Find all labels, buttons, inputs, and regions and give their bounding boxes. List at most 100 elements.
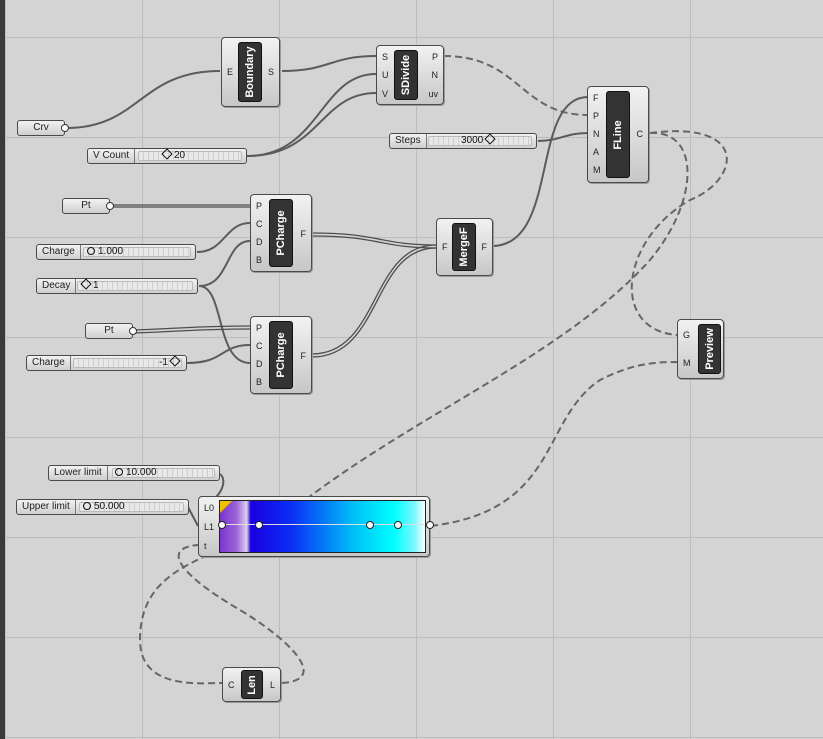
diamond-knob-icon[interactable] (80, 278, 92, 290)
pcharge1-input-c[interactable]: C (256, 219, 263, 229)
mergef-output-f[interactable]: F (481, 242, 488, 252)
fline-input-p[interactable]: P (593, 111, 600, 121)
pcharge2-input-b[interactable]: B (256, 377, 263, 387)
fline-output-c[interactable]: C (636, 129, 644, 139)
charge-slider-2[interactable]: Charge -1 (26, 355, 187, 371)
lower-limit-value-group[interactable]: 10.000 (115, 466, 157, 480)
vcount-track[interactable] (138, 151, 242, 161)
sdivide-input-s[interactable]: S (382, 52, 389, 62)
sdivide-component[interactable]: S U V P N uv SDivide (376, 45, 444, 105)
len-component[interactable]: C L Len (222, 667, 281, 702)
len-core: Len (241, 670, 263, 699)
diamond-knob-icon[interactable] (161, 148, 173, 160)
crv-param[interactable]: Crv (17, 120, 65, 136)
sdivide-output-n[interactable]: N (431, 70, 439, 80)
lower-limit-track[interactable] (112, 468, 215, 478)
steps-slider[interactable]: Steps 3000 (389, 133, 537, 149)
lower-limit-slider[interactable]: Lower limit 10.000 (48, 465, 220, 481)
gradient-input-t[interactable]: t (204, 541, 207, 551)
crv-output-grip[interactable] (61, 124, 69, 132)
mergef-input-f[interactable]: F (442, 242, 448, 252)
circle-knob-icon[interactable] (87, 247, 95, 255)
pcharge2-input-c[interactable]: C (256, 341, 263, 351)
mergef-component[interactable]: F F MergeF (436, 218, 493, 276)
decay-slider[interactable]: Decay 1 (36, 278, 198, 294)
preview-core: Preview (698, 324, 721, 374)
fline-label: FLine (612, 119, 624, 150)
circle-knob-icon[interactable] (115, 468, 123, 476)
boundary-output-s[interactable]: S (267, 67, 274, 77)
diamond-knob-icon[interactable] (484, 133, 496, 145)
preview-input-m[interactable]: M (683, 358, 691, 368)
sdivide-output-uv[interactable]: uv (428, 89, 438, 99)
wire-len-gradient (177, 544, 305, 684)
sdivide-input-u[interactable]: U (382, 70, 389, 80)
charge1-label: Charge (37, 245, 81, 259)
pcharge-component-2[interactable]: P C D B F PCharge (250, 316, 312, 394)
gradient-preset-icon[interactable] (220, 501, 232, 513)
gradient-grip-2[interactable] (255, 521, 263, 529)
upper-limit-value-group[interactable]: 50.000 (83, 500, 125, 514)
lower-limit-value: 10.000 (126, 467, 157, 478)
wire-pt2-pcharge2 (132, 325, 251, 331)
boundary-input-e[interactable]: E (227, 67, 234, 77)
charge1-track[interactable] (83, 247, 191, 257)
charge-slider-1[interactable]: Charge 1.000 (36, 244, 196, 260)
pcharge1-label: PCharge (275, 210, 287, 256)
pcharge1-input-d[interactable]: D (256, 237, 263, 247)
fline-component[interactable]: F P N A M C FLine (587, 86, 649, 183)
sdivide-output-p[interactable]: P (431, 52, 438, 62)
fline-input-n[interactable]: N (593, 129, 600, 139)
upper-limit-track[interactable] (79, 502, 184, 512)
preview-label: Preview (703, 328, 716, 370)
charge1-value-group[interactable]: 1.000 (87, 245, 123, 259)
gradient-input-l1[interactable]: L1 (204, 522, 215, 532)
charge2-track[interactable] (73, 358, 182, 368)
fline-input-f[interactable]: F (593, 93, 599, 103)
pcharge1-input-p[interactable]: P (256, 201, 263, 211)
len-input-c[interactable]: C (228, 680, 235, 690)
gradient-grip-3[interactable] (366, 521, 374, 529)
pt2-output-grip[interactable] (129, 327, 137, 335)
pt1-output-grip[interactable] (106, 202, 114, 210)
wire-fline-preview-g (630, 130, 728, 336)
decay-value-group[interactable]: 1 (79, 278, 99, 293)
boundary-component[interactable]: E S Boundary (221, 37, 280, 107)
gradient-grip-5[interactable] (426, 521, 434, 529)
charge2-label: Charge (27, 356, 71, 370)
circle-knob-icon[interactable] (83, 502, 91, 510)
upper-limit-slider[interactable]: Upper limit 50.000 (16, 499, 189, 515)
pcharge2-output-f[interactable]: F (300, 351, 307, 361)
pcharge1-output-f[interactable]: F (300, 229, 307, 239)
preview-input-g[interactable]: G (683, 330, 691, 340)
sdivide-input-v[interactable]: V (382, 89, 389, 99)
fline-input-m[interactable]: M (593, 165, 601, 175)
pt-param-1[interactable]: Pt (62, 198, 110, 214)
preview-component[interactable]: G M Preview (677, 319, 724, 379)
steps-track[interactable] (428, 136, 532, 146)
gradient-center-line (219, 524, 424, 525)
gradient-grip-4[interactable] (394, 521, 402, 529)
steps-value-group[interactable]: 3000 (461, 133, 497, 148)
len-output-l[interactable]: L (269, 680, 275, 690)
vcount-slider[interactable]: V Count 20 (87, 148, 247, 164)
fline-input-a[interactable]: A (593, 147, 600, 157)
gradient-grip-1[interactable] (218, 521, 226, 529)
decay-track[interactable] (77, 281, 193, 291)
gradient-input-l0[interactable]: L0 (204, 503, 215, 513)
pcharge-component-1[interactable]: P C D B F PCharge (250, 194, 312, 272)
charge2-value-group[interactable]: -1 (159, 355, 182, 370)
gradient-component[interactable]: L0 L1 t (198, 496, 434, 557)
pt-param-2[interactable]: Pt (85, 323, 133, 339)
wire-mergef-fline-f (491, 96, 589, 247)
pcharge2-input-d[interactable]: D (256, 359, 263, 369)
pcharge2-input-p[interactable]: P (256, 323, 263, 333)
upper-limit-label: Upper limit (17, 500, 76, 514)
diamond-knob-icon[interactable] (169, 355, 181, 367)
sdivide-label: SDivide (400, 54, 412, 96)
pcharge1-input-b[interactable]: B (256, 255, 263, 265)
wire-pt2-pcharge2-b (132, 328, 251, 334)
boundary-core: Boundary (238, 42, 262, 102)
vcount-value-group[interactable]: 20 (160, 148, 185, 163)
